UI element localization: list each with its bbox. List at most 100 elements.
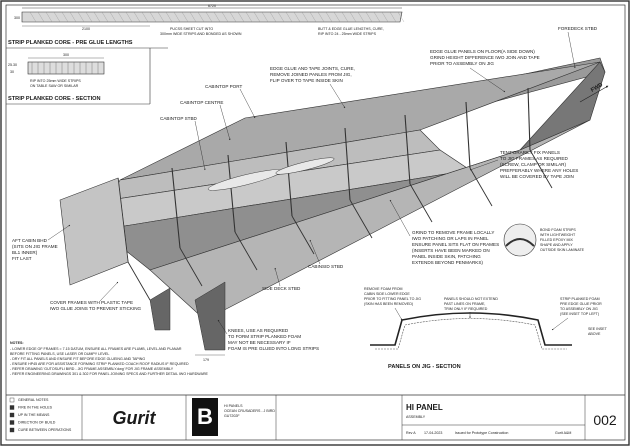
strip-planked-3: TO ASSEMBLY ON JIG <box>560 307 598 311</box>
callouts: FOREDECK STBD EDGE GLUE PANELS ON FLOOR(… <box>12 26 609 351</box>
legend-swatch <box>9 420 15 425</box>
callout-edge-glue-2: GRIND HEIGHT DIFFERENCE IWO JOIN AND TAP… <box>430 55 540 60</box>
section-title: PANELS ON JIG - SECTION <box>388 364 461 370</box>
legend-swatch <box>9 412 15 418</box>
leader-cover <box>99 281 119 302</box>
strip-section-title: STRIP PLANKED CORE - SECTION <box>8 96 101 102</box>
callout-aft-1: AFT CABIN BHD <box>12 238 48 243</box>
panels-on-jig-section: REMOVE FOAM FROM CABIN SIDE LOWER EDGE P… <box>364 287 608 370</box>
jig-frame-leg <box>529 149 553 189</box>
hatch-line <box>253 11 261 23</box>
legend-label: GENERAL NOTES <box>18 398 49 402</box>
hatch-line <box>357 11 365 23</box>
remove-foam-3: PRIOR TO FITTING PANEL TO JIG <box>364 297 421 301</box>
hatch-line <box>125 11 133 23</box>
hatch-line <box>133 11 141 23</box>
jig-frame <box>227 154 236 233</box>
strip-planked-2: PRE EDGE GLUE PRIOR <box>560 302 602 306</box>
jig-frame <box>285 141 293 217</box>
hatch-line <box>269 11 277 23</box>
hatch-line <box>397 11 405 23</box>
not-extend-1: PANELS SHOULD NOT EXTEND <box>444 297 498 301</box>
fwd-label: FWD <box>590 82 604 94</box>
callout-aft-4: FIT LAST <box>12 256 32 261</box>
callout-cabintop-port: CABINTOP PORT <box>205 84 242 89</box>
callout-sidedeck: SIDE DECK STBD <box>262 286 301 291</box>
note-line-1: BEFORE FITTING PANELS, USE LASER OR DUMP… <box>10 352 109 356</box>
gurit-logo: Gurit <box>113 408 157 428</box>
bond-foam-detail: BOND FOAM STRIPS WITH LIGHTWEIGHT FILLED… <box>503 223 585 257</box>
hatch-line <box>325 11 333 23</box>
leader-tape <box>329 83 346 109</box>
callout-temp-5: WILL BE COVERED BY TAPE JOIN <box>500 174 574 179</box>
b3-logo-letter: B <box>197 404 213 429</box>
legend-label: FIRE IN THE HOLES <box>18 406 53 410</box>
bond-foam-3: FILLED EPOXY MIX <box>540 238 573 242</box>
leader-foredeck <box>567 31 576 69</box>
callout-knees-1: KNEES, USE AS REQUIRED <box>228 328 289 333</box>
jig-frame-leg <box>469 167 493 207</box>
hatch-line <box>381 11 389 23</box>
leader-strip-planked <box>551 317 569 331</box>
not-extend-3: TRIM ONLY IF REQUIRED <box>444 307 488 311</box>
jig-frame <box>527 87 531 151</box>
rev-col-date: 17-04-2023 <box>424 431 442 435</box>
hatch-line <box>221 11 229 23</box>
hatch-line <box>389 11 397 23</box>
hatch-line <box>261 11 269 23</box>
inset-strip-lengths: 6720 2100 300 PUCSS SHEET CUT INTO 300mm… <box>6 4 405 49</box>
legend-label: DIRECTION OF BUILD <box>18 421 56 425</box>
note-line-4: - REFER DRAWING 'GUTOSUFLI BIRD - JIG FR… <box>10 367 174 371</box>
callout-cabinside: CABINSID STBD <box>308 264 344 269</box>
strip-planked-1: STRIP PLANKED FOAM <box>560 297 600 301</box>
hatch-line <box>101 11 109 23</box>
rev-col-rev: Rev A <box>406 431 416 435</box>
hatch-line <box>45 11 53 23</box>
project-line-1: HI PANELS <box>224 404 243 408</box>
section-hatch <box>31 62 99 74</box>
hatch-line <box>277 11 285 23</box>
hatch-line <box>93 11 101 23</box>
hatch-line <box>61 11 69 23</box>
hatch-line <box>149 11 157 23</box>
drawing-subtitle: ASSEMBLY <box>406 415 426 419</box>
hatch-line <box>69 11 77 23</box>
hatch-line <box>197 11 205 23</box>
callout-tape-3: FLIP OVER TO TAPE INSIDE SKIN <box>270 78 343 83</box>
hatch-line <box>341 11 349 23</box>
nose-panel <box>519 61 606 151</box>
project-line-3: GU7202F <box>224 414 240 418</box>
hatch-line <box>237 11 245 23</box>
knee-2 <box>149 287 171 331</box>
legend-swatch <box>9 397 15 403</box>
leader-remove-foam <box>394 307 403 321</box>
legend-swatch <box>9 405 15 410</box>
note-pucss-1: PUCSS SHEET CUT INTO <box>170 27 213 31</box>
hatch-line <box>213 11 221 23</box>
note-line-3: - ENSURE HP45 ARE FOR ASSISTANCE FORMING… <box>10 362 189 366</box>
callout-grind-2: IWO PATCHING OR LAPS IN PANEL <box>412 236 489 241</box>
note-line-5: - REFER ENGINEERING DRAWINGS 301 & 302 F… <box>10 372 209 376</box>
hatch-line <box>189 11 197 23</box>
callout-foredeck: FOREDECK STBD <box>558 26 598 31</box>
hatch-line <box>29 11 37 23</box>
leader-sidedeck <box>274 267 281 287</box>
bond-foam-1: BOND FOAM STRIPS <box>540 228 576 232</box>
rev-col-by: Gurit A&M <box>555 431 571 435</box>
jig-frame-leg <box>234 231 258 271</box>
section-dim-300: 300 <box>63 53 69 57</box>
callout-tape-2: REMOVE JOINED PANLES FROM JIG, <box>270 72 352 77</box>
hatch-line <box>85 11 93 23</box>
callout-cover-1: COVER FRAMES WITH PLASTIC TAPE <box>50 300 133 305</box>
inset-strip-section: 300 25.30 30 RIP INTO 25mm WIDE STRIPS O… <box>6 48 151 105</box>
hatch-line <box>53 11 61 23</box>
dim-300: 300 <box>14 16 20 20</box>
note-butt-1: BUTT & EDGE GLUE LENGTHS, CURE, <box>318 27 384 31</box>
leader-temp <box>469 159 499 171</box>
leader-cabintop-port <box>239 88 256 119</box>
callout-grind-6: EXTENDS BEYOND PENMARKS) <box>412 260 483 265</box>
jig-frame-leg <box>127 261 151 301</box>
